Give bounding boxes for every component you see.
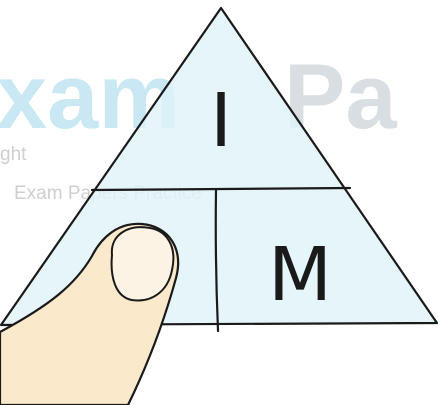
watermark-line-1: ght bbox=[0, 144, 27, 165]
top-letter-i: I bbox=[210, 78, 232, 164]
bottom-right-letter-m: M bbox=[268, 232, 332, 318]
fingernail bbox=[110, 226, 175, 302]
watermark: xam Pa ght Exam Papers Practice bbox=[0, 46, 397, 204]
triangle-horizontal-divider bbox=[90, 186, 352, 192]
triangle-vertical-divider bbox=[214, 188, 220, 333]
finger bbox=[0, 222, 180, 405]
